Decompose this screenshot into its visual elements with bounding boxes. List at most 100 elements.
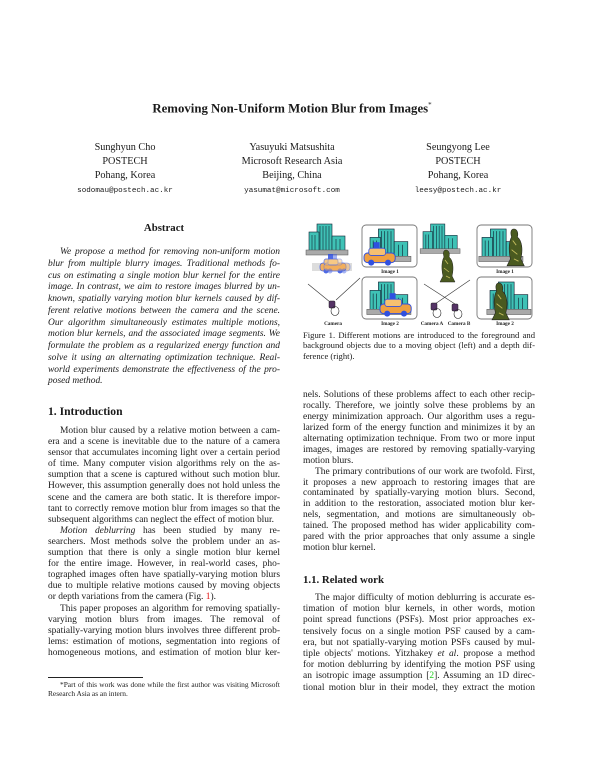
label-camera-b: Camera B bbox=[448, 321, 471, 327]
text-line: it proposes a new approach to restoring … bbox=[303, 477, 535, 488]
text-line: searchers. Most methods solve the proble… bbox=[48, 536, 280, 547]
text-line: tional motion blur in their model, they … bbox=[303, 682, 535, 693]
intro-paragraph: nels. Solutions of these problems affect… bbox=[303, 390, 535, 467]
text-line: or depth variations from the camera (Fig… bbox=[48, 592, 280, 603]
intro-paragraph: This paper proposes an algorithm for rem… bbox=[48, 604, 280, 659]
author-affiliation: POSTECH bbox=[435, 156, 481, 168]
text-line: posed method. bbox=[48, 376, 103, 387]
text-line: timation of motion blur kernels, in othe… bbox=[303, 604, 535, 615]
text-line: motion blur kernels, and the associated … bbox=[48, 329, 280, 340]
author-3: Seungyong Lee POSTECH Pohang, Korea lees… bbox=[373, 141, 543, 198]
figure-1: Image 1 Image 1 Camera Image 2 Camera A … bbox=[305, 223, 533, 327]
text-line: Motion deblurring has been studied by ma… bbox=[48, 526, 280, 537]
reference-link[interactable]: 1 bbox=[205, 592, 211, 603]
text-line: nels. Solutions of these problems affect… bbox=[303, 390, 535, 400]
intro-left-column: Motion blur caused by a relative motion … bbox=[48, 426, 280, 659]
footnote-rule bbox=[48, 677, 143, 678]
author-location: Pohang, Korea bbox=[427, 170, 489, 182]
text-line: sensor that accumulates incoming light o… bbox=[48, 448, 280, 459]
author-email: sodomau@postech.ac.kr bbox=[77, 186, 173, 195]
text-line: subsequent algorithms can neglect the ef… bbox=[48, 514, 275, 525]
label-camera: Camera bbox=[324, 321, 342, 327]
text-line: point spread functions (PSFs). Most prio… bbox=[303, 615, 535, 626]
text-segment: Motion deblurring bbox=[60, 525, 136, 536]
author-1: Sunghyun Cho POSTECH Pohang, Korea sodom… bbox=[40, 141, 210, 198]
intro-paragraph: Motion blur caused by a relative motion … bbox=[48, 426, 280, 526]
text-line: The major difficulty of motion deblurrin… bbox=[315, 593, 535, 603]
text-line: an isotropic image assumption [2]. Assum… bbox=[303, 671, 535, 682]
author-name: Yasuyuki Matsushita bbox=[249, 142, 335, 153]
text-segment: tiple objects' motions. Yitzhakey bbox=[303, 648, 438, 659]
text-line: sumption that there is only a single mot… bbox=[48, 548, 280, 559]
author-2: Yasuyuki Matsushita Microsoft Research A… bbox=[207, 141, 377, 198]
text-segment: has been studied by many re- bbox=[135, 525, 280, 536]
text-line: Our algorithm simultaneously estimates m… bbox=[48, 317, 280, 328]
text-segment: ]. Assuming an 1D direc- bbox=[434, 671, 535, 682]
text-line: world experiments demonstrate the effect… bbox=[48, 364, 280, 375]
section-heading-related-work: 1.1. Related work bbox=[303, 574, 384, 586]
text-line: Motion blur caused by a relative motion … bbox=[60, 426, 280, 436]
author-location: Pohang, Korea bbox=[94, 170, 156, 182]
section-heading-introduction: 1. Introduction bbox=[48, 405, 123, 418]
reference-link[interactable]: 2 bbox=[429, 671, 435, 682]
text-line: rocally. Therefore, we jointly solve the… bbox=[303, 400, 535, 411]
text-line: We propose a method for removing non-uni… bbox=[60, 247, 280, 257]
footnote: *Part of this work was done while the fi… bbox=[48, 680, 280, 699]
author-email: yasumat@microsoft.com bbox=[244, 186, 340, 195]
author-location: Beijing, China bbox=[262, 170, 322, 182]
label-image-2-right: Image 2 bbox=[496, 321, 514, 327]
intro-paragraph: Motion deblurring has been studied by ma… bbox=[48, 526, 280, 604]
text-line: However, this assumption generally does … bbox=[48, 481, 280, 492]
title-footnote-mark: * bbox=[428, 101, 432, 109]
text-line: in addition to the restoration, associat… bbox=[303, 499, 535, 510]
text-line: background objects due to a moving objec… bbox=[303, 340, 535, 351]
text-line: known, spatially varying motion blur ker… bbox=[48, 294, 280, 304]
author-affiliation: Microsoft Research Asia bbox=[241, 156, 343, 168]
text-line: varying motion blurs from images. The re… bbox=[48, 614, 280, 625]
text-line: tensively focus on a single motion PSF c… bbox=[303, 626, 535, 637]
camera-b-icon bbox=[451, 303, 463, 319]
text-line: sumption that a scene is captured withou… bbox=[48, 470, 280, 481]
text-line: era and a scene is inevitable due to the… bbox=[48, 437, 280, 448]
text-line: motion blur kernel. bbox=[303, 543, 376, 554]
text-line: Figure 1. Different motions are introduc… bbox=[303, 330, 535, 340]
text-line: lems: estimation of motions, segmentatio… bbox=[48, 636, 280, 647]
text-segment: ). bbox=[210, 592, 216, 603]
author-affiliation: POSTECH bbox=[102, 156, 148, 168]
text-line: cus on estimating a single motion blur k… bbox=[48, 270, 280, 281]
text-line: spatially-varying motion blurs involves … bbox=[48, 625, 280, 636]
text-line: pared with the prior approaches that onl… bbox=[303, 532, 535, 543]
text-line: homogeneous motions, and estimation of m… bbox=[48, 647, 280, 658]
text-line: solve it using an alternating optimizati… bbox=[48, 352, 280, 363]
statue-icon bbox=[439, 249, 456, 283]
text-segment: an isotropic image assumption [ bbox=[303, 671, 430, 682]
author-name: Sunghyun Cho bbox=[94, 142, 156, 153]
text-line: due to multiple relative motions caused … bbox=[48, 581, 280, 592]
author-name: Seungyong Lee bbox=[426, 142, 490, 153]
text-line: of time. Many computer vision algorithms… bbox=[48, 459, 280, 470]
text-line: images, images are restored by removing … bbox=[303, 444, 535, 455]
text-line: The primary contributions of our work ar… bbox=[315, 466, 535, 477]
text-line: contaminated by spatially-varying motion… bbox=[303, 488, 535, 499]
title-text: Removing Non-Uniform Motion Blur from Im… bbox=[152, 101, 429, 116]
camera-a-icon bbox=[430, 302, 442, 318]
moving-car-icon bbox=[312, 253, 352, 274]
text-line: *Part of this work was done while the fi… bbox=[60, 680, 280, 689]
figure-caption: Figure 1. Different motions are introduc… bbox=[303, 330, 535, 361]
text-line: scene and the camera are both static. It… bbox=[48, 492, 280, 503]
text-line: motion blurs. bbox=[303, 455, 354, 466]
text-line: Research Asia as an intern. bbox=[48, 689, 128, 699]
label-image-2-left: Image 2 bbox=[381, 321, 399, 327]
text-segment: . propose a method bbox=[456, 648, 535, 659]
abstract-body: We propose a method for removing non-uni… bbox=[48, 247, 280, 388]
text-line: energy minimization approach. Our algori… bbox=[303, 411, 535, 422]
text-line: This paper proposes an algorithm for rem… bbox=[60, 603, 280, 614]
abstract-heading: Abstract bbox=[143, 222, 185, 234]
text-line: tographed images often have spatially-va… bbox=[48, 570, 280, 581]
text-line: image. In contrast, we aim to restore im… bbox=[48, 282, 280, 293]
intro-right-column: nels. Solutions of these problems affect… bbox=[303, 390, 535, 554]
text-line: tained. The proposed method has wider ap… bbox=[303, 521, 535, 532]
text-line: ferent relative motions between the came… bbox=[48, 305, 280, 316]
paper-title: Removing Non-Uniform Motion Blur from Im… bbox=[0, 101, 584, 116]
label-image-1-right: Image 1 bbox=[496, 269, 514, 275]
